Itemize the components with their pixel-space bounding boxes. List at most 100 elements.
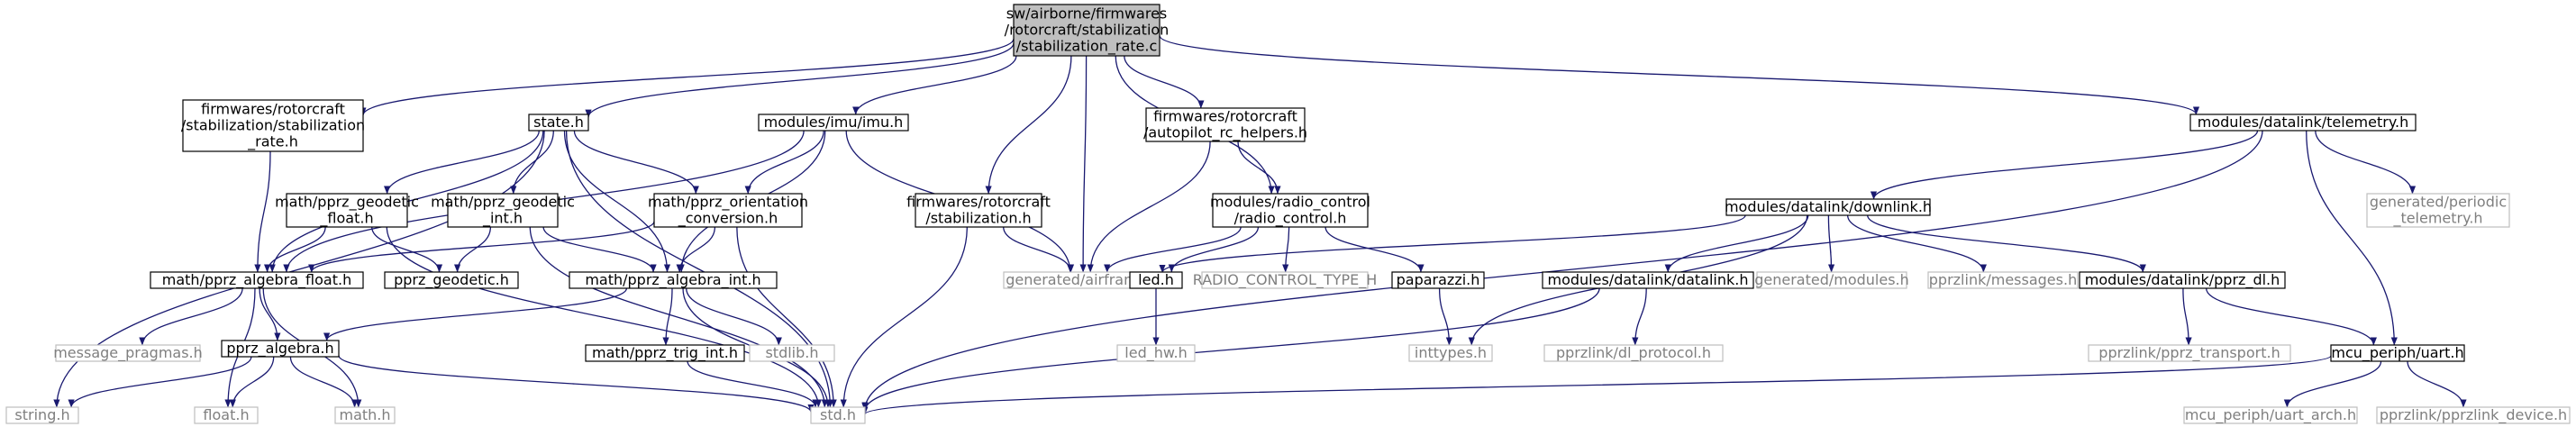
node-label: math/pprz_geodetic [431,194,575,212]
node-paparazzi[interactable]: paparazzi.h [1391,271,1485,289]
node-label: string.h [14,406,69,423]
node-label: state.h [533,114,584,131]
node-stdlib: stdlib.h [749,344,835,362]
edges-layer [53,35,2467,415]
node-stab-rate-h[interactable]: firmwares/rotorcraft/stabilization/stabi… [181,99,365,152]
node-root[interactable]: sw/airborne/firmwares/rotorcraft/stabili… [1005,4,1170,57]
node-label: /stabilization_rate.c [1016,38,1158,56]
node-label: /autopilot_rc_helpers.h [1143,124,1307,142]
node-box [221,340,340,358]
node-label: _conversion.h [678,210,778,228]
node-label: _int.h [482,210,523,228]
node-geodetic-h[interactable]: pprz_geodetic.h [384,271,519,289]
edge-pprz_algebra-to-float_h [229,356,275,408]
node-datalink-h[interactable]: modules/datalink/datalink.h [1542,271,1754,289]
node-led-h[interactable]: led.h [1129,271,1183,289]
node-label: stdlib.h [765,344,818,361]
node-label: pprzlink/messages.h [1929,271,2077,288]
edge-root-to-airframe [1079,55,1088,273]
edge-uart_h-to-pprzlink_device [2407,360,2467,408]
edge-stabilization_h-to-std_h [840,226,968,408]
edge-autopilot_rc-to-airframe [1087,141,1211,273]
node-box [2376,406,2571,424]
node-box [1013,4,1161,57]
node-std-h: std.h [810,406,866,424]
node-trig-int[interactable]: math/pprz_trig_int.h [585,344,745,362]
node-box [1145,107,1306,142]
edge-imu_h-to-orientation [744,130,824,195]
node-box [5,406,79,424]
edge-radio_control-to-paparazzi [1324,226,1425,273]
node-label: /rotorcraft/stabilization [1005,22,1170,39]
node-geodetic-int[interactable]: math/pprz_geodetic_int.h [431,193,575,228]
node-box [1725,198,1931,216]
node-box [384,271,519,289]
node-box [1542,271,1754,289]
edge-downlink-to-pprz_dl [1867,214,2146,273]
edge-root-to-state_h [585,42,1015,118]
node-orientation[interactable]: math/pprz_orientation_conversion.h [648,193,808,228]
node-box [758,114,909,132]
edge-stab_rate_h-to-algebra_float [254,150,271,273]
node-uart-arch: mcu_periph/uart_arch.h [2183,406,2358,424]
node-dl-protocol: pprzlink/dl_protocol.h [1543,344,1724,362]
node-box [1391,271,1485,289]
edge-orientation-to-std_h [736,226,837,408]
node-label: pprzlink/dl_protocol.h [1556,344,1711,362]
node-gen-modules: generated/modules.h [1754,271,1909,289]
node-radio-control[interactable]: modules/radio_control/radio_control.h [1210,193,1370,228]
node-pprz-dl[interactable]: modules/datalink/pprz_dl.h [2079,271,2286,289]
node-label: pprz_algebra.h [226,340,333,358]
node-imu-h[interactable]: modules/imu/imu.h [758,114,909,132]
node-uart-h[interactable]: mcu_periph/uart.h [2330,344,2465,362]
node-geodetic-float[interactable]: math/pprz_geodetic_float.h [275,193,419,228]
node-label: /radio_control.h [1234,210,1347,228]
edge-downlink-to-datalink_h [1664,214,1809,273]
node-algebra-float[interactable]: math/pprz_algebra_float.h [150,271,364,289]
node-pprz-algebra[interactable]: pprz_algebra.h [221,340,340,358]
edge-datalink_h-to-dl_protocol [1632,287,1647,346]
node-autopilot-rc[interactable]: firmwares/rotorcraft/autopilot_rc_helper… [1143,107,1307,142]
node-box [585,344,745,362]
node-label: float.h [203,406,249,423]
edge-telemetry-to-std_h [861,130,2263,411]
edge-pprz_dl-to-uart_h [2205,287,2377,346]
node-telemetry[interactable]: modules/datalink/telemetry.h [2189,114,2417,132]
edge-root-to-stab_rate_h [360,38,1015,116]
node-algebra-int[interactable]: math/pprz_algebra_int.h [569,271,778,289]
node-label: math/pprz_algebra_float.h [162,271,351,289]
node-box [653,193,803,228]
node-box [194,406,259,424]
node-msg-pragmas: message_pragmas.h [53,344,203,362]
node-box [1201,271,1369,289]
edge-root-to-stabilization_h [985,55,1072,195]
node-box [2330,344,2465,362]
node-inttypes: inttypes.h [1408,344,1493,362]
edge-uart_h-to-std_h [861,355,2332,415]
node-label: math/pprz_algebra_int.h [585,271,760,289]
edge-pprz_algebra-to-math_h [289,356,359,408]
node-float-h: float.h [194,406,259,424]
node-box [1116,344,1196,362]
edge-geodetic_int-to-algebra_int [542,226,657,273]
node-label: modules/datalink/telemetry.h [2198,114,2409,131]
node-box [810,406,866,424]
node-pprz-transport: pprzlink/pprz_transport.h [2088,344,2291,362]
edge-uart_h-to-uart_arch [2283,360,2382,408]
node-box [1756,271,1907,289]
edge-pprz_algebra-to-std_h [338,355,815,413]
edge-paparazzi-to-inttypes [1438,287,1452,346]
node-box [182,99,364,152]
edge-telemetry-to-downlink [1870,130,2259,200]
edge-root-to-autopilot_rc [1124,55,1205,109]
edge-root-to-imu_h [852,55,1017,115]
node-stabilization-h[interactable]: firmwares/rotorcraft/stabilization.h [906,193,1051,228]
node-label: math/pprz_trig_int.h [592,344,738,362]
node-state-h[interactable]: state.h [528,114,589,132]
node-downlink[interactable]: modules/datalink/downlink.h [1725,198,1932,216]
node-label: led_hw.h [1124,344,1187,362]
node-label: _rate.h [247,133,298,151]
edge-algebra_int-to-trig_int [662,287,673,346]
node-box [55,344,201,362]
